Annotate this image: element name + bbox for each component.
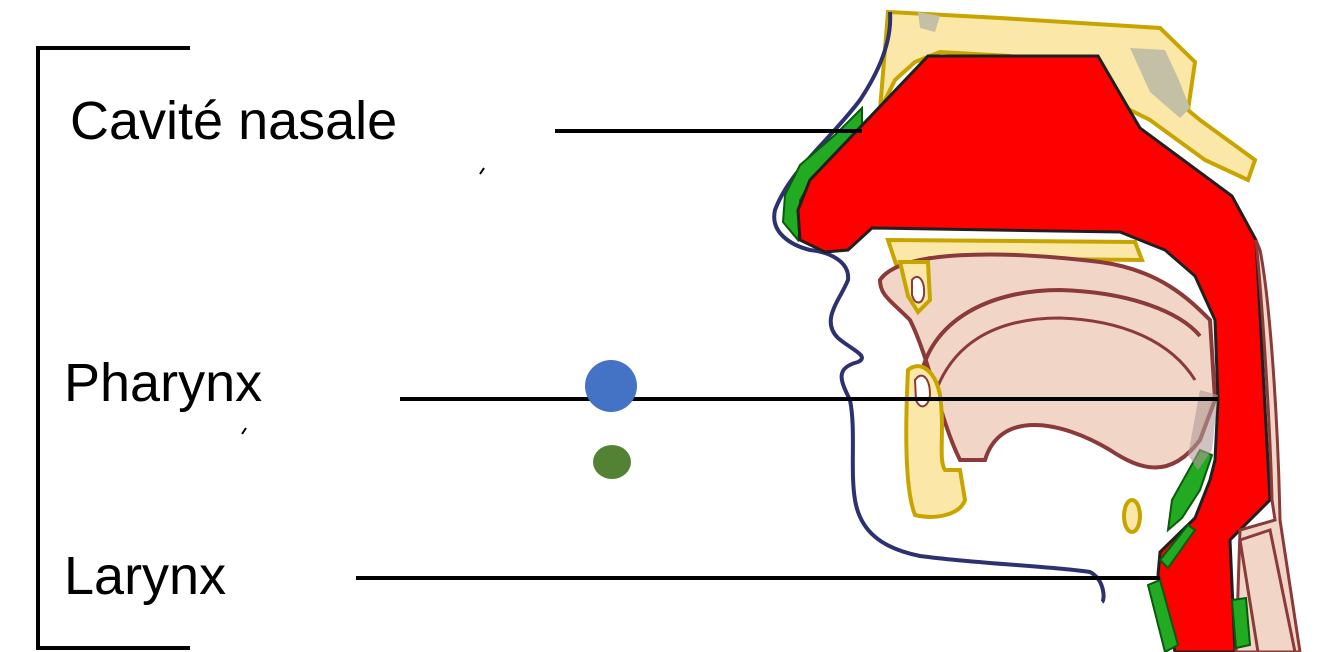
blue-dot xyxy=(585,360,637,412)
stray-mark xyxy=(242,428,246,434)
hyoid-bone xyxy=(1124,500,1140,532)
head-anatomy xyxy=(774,12,1300,652)
trachea-mucosa xyxy=(1232,598,1250,648)
label-nasal-cavity: Cavité nasale xyxy=(70,94,397,148)
label-pharynx: Pharynx xyxy=(64,356,262,410)
stray-mark xyxy=(480,168,484,174)
label-larynx: Larynx xyxy=(64,549,226,603)
tooth-gap xyxy=(915,376,930,407)
green-dot xyxy=(593,445,631,479)
tooth-gap-upper xyxy=(912,277,924,303)
